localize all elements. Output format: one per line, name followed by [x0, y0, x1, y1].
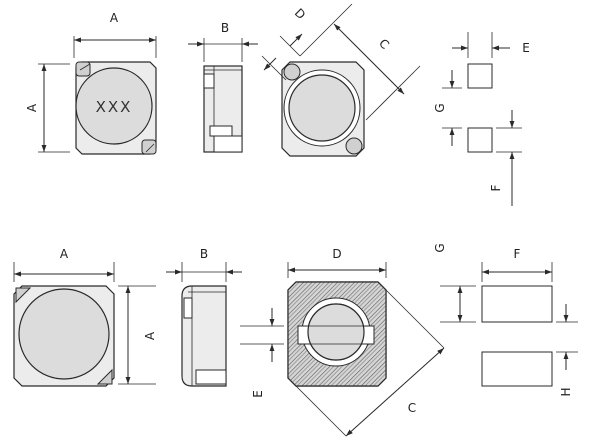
terminal-pad — [75, 61, 91, 77]
dimension-label-d: D — [292, 6, 308, 22]
dimension-label-a-bottom-vertical: A — [143, 331, 157, 340]
dimension-label-g: G — [433, 103, 447, 112]
dimension-label-a-bottom: A — [60, 247, 69, 261]
solder-land — [467, 63, 493, 89]
terminal-pad — [345, 137, 363, 155]
top-view-marked: XXX A A — [25, 11, 157, 155]
core-disc — [75, 67, 153, 145]
terminal-pad — [96, 368, 113, 385]
bottom-view-top: D C — [261, 3, 421, 157]
terminal-lead — [195, 369, 227, 385]
dimension-label-c-bottom: C — [408, 401, 416, 415]
terminal-pad — [283, 63, 301, 81]
terminal-lead — [213, 135, 243, 153]
dimension-label-c: C — [376, 36, 392, 52]
bottom-view-hatched: D E C — [240, 247, 445, 437]
solder-land — [481, 351, 553, 387]
dimension-label-g-bottom: G — [433, 243, 447, 252]
dimension-line-c — [333, 23, 405, 95]
dimension-line-c-bottom — [345, 347, 445, 437]
dimension-label-b: B — [221, 21, 229, 35]
side-view-top: B — [188, 21, 258, 153]
part-marking: XXX — [96, 98, 133, 116]
terminal-lead — [203, 73, 215, 89]
land-pattern-bottom: F G H — [433, 243, 578, 397]
dimension-label-f: F — [489, 184, 503, 191]
dimension-label-d-bottom: D — [332, 247, 341, 261]
core-disc — [288, 74, 356, 142]
dimension-label-a-vertical: A — [25, 103, 39, 112]
terminal-pad — [141, 139, 157, 155]
core-disc — [18, 288, 110, 380]
side-view-bottom: B — [166, 247, 242, 387]
dimension-label-e-bottom: E — [251, 390, 265, 398]
dimension-label-f-bottom: F — [514, 247, 521, 261]
dimension-label-b-bottom: B — [200, 247, 208, 261]
top-view-plain: A A — [13, 247, 157, 387]
terminal-lead — [183, 297, 193, 319]
terminal-lead — [209, 125, 233, 137]
terminal-pad — [15, 287, 32, 304]
land-pattern-top: E G F — [433, 32, 530, 206]
dimension-label-h: H — [559, 387, 573, 396]
solder-land — [481, 285, 553, 323]
dimension-label-e: E — [522, 41, 530, 55]
solder-land — [467, 127, 493, 153]
dimension-label-a: A — [110, 11, 119, 25]
